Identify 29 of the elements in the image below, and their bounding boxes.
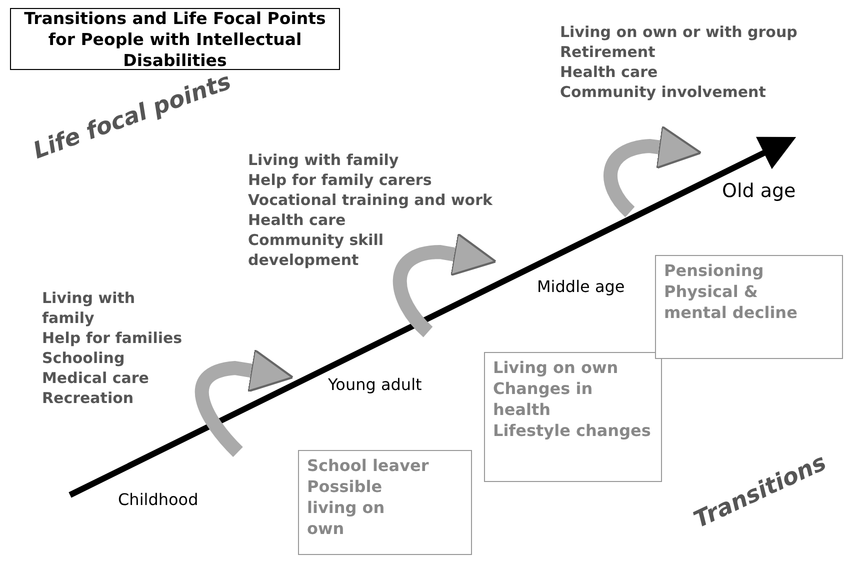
transition-box bbox=[298, 450, 472, 555]
stage-label: Young adult bbox=[328, 375, 422, 394]
focal-point-text: Schooling bbox=[42, 348, 126, 368]
focal-point-text: Community involvement bbox=[560, 82, 767, 102]
transition-text: Living on own bbox=[493, 357, 620, 378]
transition-box bbox=[655, 255, 843, 359]
focal-point-text: Vocational training and work bbox=[248, 190, 494, 210]
stage-label: Old age bbox=[722, 180, 796, 202]
focal-point-text: Recreation bbox=[42, 388, 135, 408]
stage-label: Childhood bbox=[118, 490, 198, 509]
focal-point-text: Help for families bbox=[42, 328, 184, 348]
title-text: Transitions and Life Focal Points for People with Intellectual Disabilities bbox=[10, 8, 340, 70]
transition-text: Physical & mental decline bbox=[664, 281, 798, 323]
transition-text: School leaver bbox=[307, 455, 430, 476]
transition-text: Pensioning bbox=[664, 260, 765, 281]
transition-text: Lifestyle changes bbox=[493, 420, 652, 441]
focal-point-text: Health care bbox=[560, 62, 659, 82]
focal-point-text: Living on own or with group bbox=[560, 22, 798, 42]
focal-point-text: Health care bbox=[248, 210, 347, 230]
focal-point-text: Living with family bbox=[42, 288, 136, 328]
transition-text: Possible living on own bbox=[307, 476, 386, 539]
focal-point-text: Help for family carers bbox=[248, 170, 433, 190]
focal-point-text: Community skill development bbox=[248, 230, 385, 270]
focal-point-text: Retirement bbox=[560, 42, 656, 62]
focal-point-text: Living with family bbox=[248, 150, 400, 170]
focal-point-text: Medical care bbox=[42, 368, 150, 388]
transition-box bbox=[484, 352, 662, 482]
transition-text: Changes in health bbox=[493, 378, 594, 420]
stage-label: Middle age bbox=[537, 277, 625, 296]
